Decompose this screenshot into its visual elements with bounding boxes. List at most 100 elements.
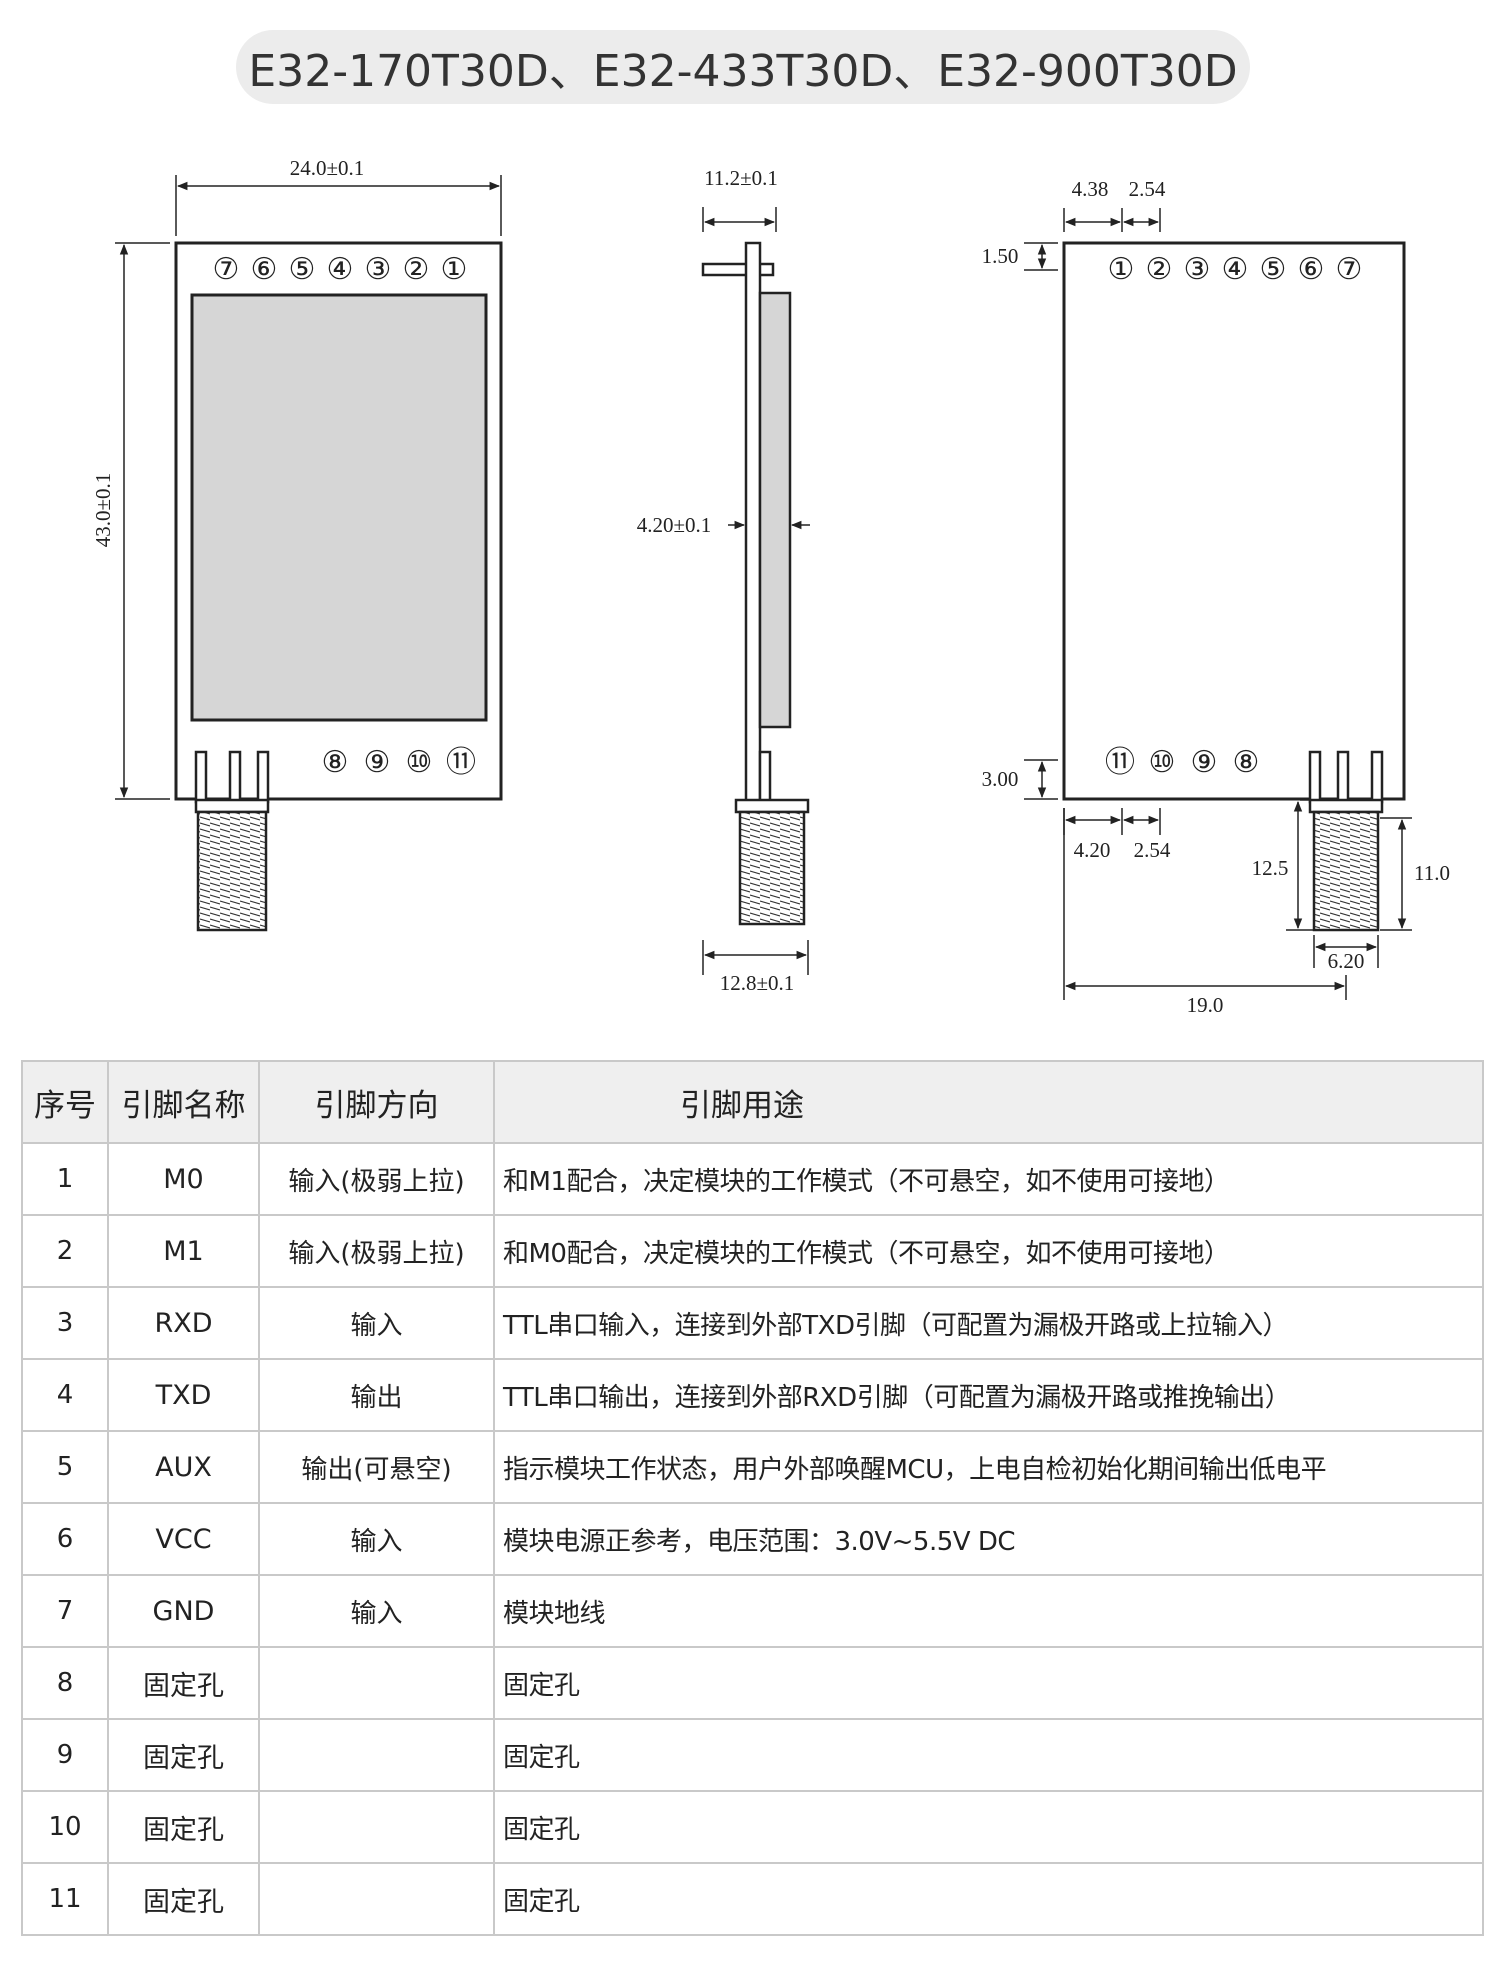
pin-number-cell: 11 <box>21 1862 109 1936</box>
back-pin-offset-label: 4.38 <box>1072 177 1109 201</box>
back-pin-pitch-top-label: 2.54 <box>1129 177 1166 201</box>
antenna-length-outer-label: 12.5 <box>1252 856 1289 880</box>
antenna-length-inner-label: 11.0 <box>1414 861 1450 885</box>
pin-direction-cell: 输入 <box>258 1286 495 1360</box>
pin-label: ① <box>441 252 468 287</box>
pin-label: ④ <box>1222 252 1249 287</box>
front-width-label: 24.0±0.1 <box>290 156 365 180</box>
pin-label: ⑥ <box>251 252 278 287</box>
pin-label: ⑦ <box>213 252 240 287</box>
pin-direction-cell: 输入(极弱上拉) <box>258 1214 495 1288</box>
pin-number-cell: 1 <box>21 1142 109 1216</box>
pin-usage-cell: TTL串口输出，连接到外部RXD引脚（可配置为漏极开路或推挽输出） <box>493 1358 1484 1432</box>
pin-usage-cell: 指示模块工作状态，用户外部唤醒MCU，上电自检初始化期间输出低电平 <box>493 1430 1484 1504</box>
pin-usage-cell: 模块电源正参考，电压范围：3.0V~5.5V DC <box>493 1502 1484 1576</box>
pin-usage-cell: 固定孔 <box>493 1790 1484 1864</box>
pin-name-cell: GND <box>107 1574 260 1648</box>
side-view: 11.2±0.1 4.20±0.1 12.8±0.1 <box>637 166 810 995</box>
pin-direction-cell <box>258 1790 495 1864</box>
header-dir: 引脚方向 <box>258 1060 495 1144</box>
pin-label: ⑧ <box>1233 745 1260 780</box>
pin-direction-cell: 输入(极弱上拉) <box>258 1142 495 1216</box>
pin-direction-cell <box>258 1646 495 1720</box>
back-antenna-connector <box>1312 810 1380 932</box>
front-height-label: 43.0±0.1 <box>91 473 115 548</box>
pin-name-cell: RXD <box>107 1286 260 1360</box>
pin-number-cell: 8 <box>21 1646 109 1720</box>
pin-usage-cell: 模块地线 <box>493 1574 1484 1648</box>
pin-name-cell: 固定孔 <box>107 1646 260 1720</box>
pin-table-header: 序号 引脚名称 引脚方向 引脚用途 <box>21 1060 1484 1144</box>
pin-label: ⑪ <box>1105 745 1135 780</box>
pin-label: ⑩ <box>406 745 433 780</box>
pin-number-cell: 3 <box>21 1286 109 1360</box>
pin-direction-cell: 输入 <box>258 1502 495 1576</box>
pin-label: ⑪ <box>446 745 476 780</box>
back-pin-pitch-bottom-label: 2.54 <box>1134 838 1171 862</box>
header-num: 序号 <box>21 1060 109 1144</box>
pin-label: ⑦ <box>1336 252 1363 287</box>
pin-number-cell: 5 <box>21 1430 109 1504</box>
side-pcb <box>744 241 762 803</box>
antenna-position-label: 19.0 <box>1187 993 1224 1017</box>
pin-name-cell: 固定孔 <box>107 1790 260 1864</box>
side-top-label: 11.2±0.1 <box>704 166 778 190</box>
pin-direction-cell: 输入 <box>258 1574 495 1648</box>
pin-label: ② <box>403 252 430 287</box>
header-use: 引脚用途 <box>493 1060 1484 1144</box>
back-bottom-offset-label: 4.20 <box>1074 838 1111 862</box>
pin-number-cell: 9 <box>21 1718 109 1792</box>
pin-label: ⑤ <box>1260 252 1287 287</box>
pin-label: ⑩ <box>1149 745 1176 780</box>
header-name: 引脚名称 <box>107 1060 260 1144</box>
pin-label: ⑨ <box>1191 745 1218 780</box>
side-shield <box>758 291 792 729</box>
pin-name-cell: TXD <box>107 1358 260 1432</box>
pin-label: ① <box>1108 252 1135 287</box>
pin-label: ④ <box>327 252 354 287</box>
back-bottom-margin-label: 3.00 <box>982 767 1019 791</box>
pin-direction-cell <box>258 1718 495 1792</box>
front-antenna-connector <box>196 810 268 932</box>
back-pcb <box>1062 241 1406 801</box>
pin-usage-cell: 固定孔 <box>493 1862 1484 1936</box>
pin-name-cell: 固定孔 <box>107 1718 260 1792</box>
side-bottom-label: 12.8±0.1 <box>720 971 795 995</box>
pin-label: ⑧ <box>322 745 349 780</box>
pin-label: ⑥ <box>1298 252 1325 287</box>
pin-name-cell: M0 <box>107 1142 260 1216</box>
pin-usage-cell: 固定孔 <box>493 1718 1484 1792</box>
back-top-margin-label: 1.50 <box>982 244 1019 268</box>
pin-name-cell: AUX <box>107 1430 260 1504</box>
pin-number-cell: 7 <box>21 1574 109 1648</box>
pin-label: ⑨ <box>364 745 391 780</box>
pin-number-cell: 4 <box>21 1358 109 1432</box>
pin-direction-cell: 输出 <box>258 1358 495 1432</box>
pin-name-cell: M1 <box>107 1214 260 1288</box>
pin-number-cell: 10 <box>21 1790 109 1864</box>
pin-usage-cell: TTL串口输入，连接到外部TXD引脚（可配置为漏极开路或上拉输入） <box>493 1286 1484 1360</box>
pin-usage-cell: 和M0配合，决定模块的工作模式（不可悬空，如不使用可接地） <box>493 1214 1484 1288</box>
pin-name-cell: 固定孔 <box>107 1862 260 1936</box>
pin-label: ② <box>1146 252 1173 287</box>
front-shield <box>190 293 488 722</box>
side-thickness-label: 4.20±0.1 <box>637 513 712 537</box>
